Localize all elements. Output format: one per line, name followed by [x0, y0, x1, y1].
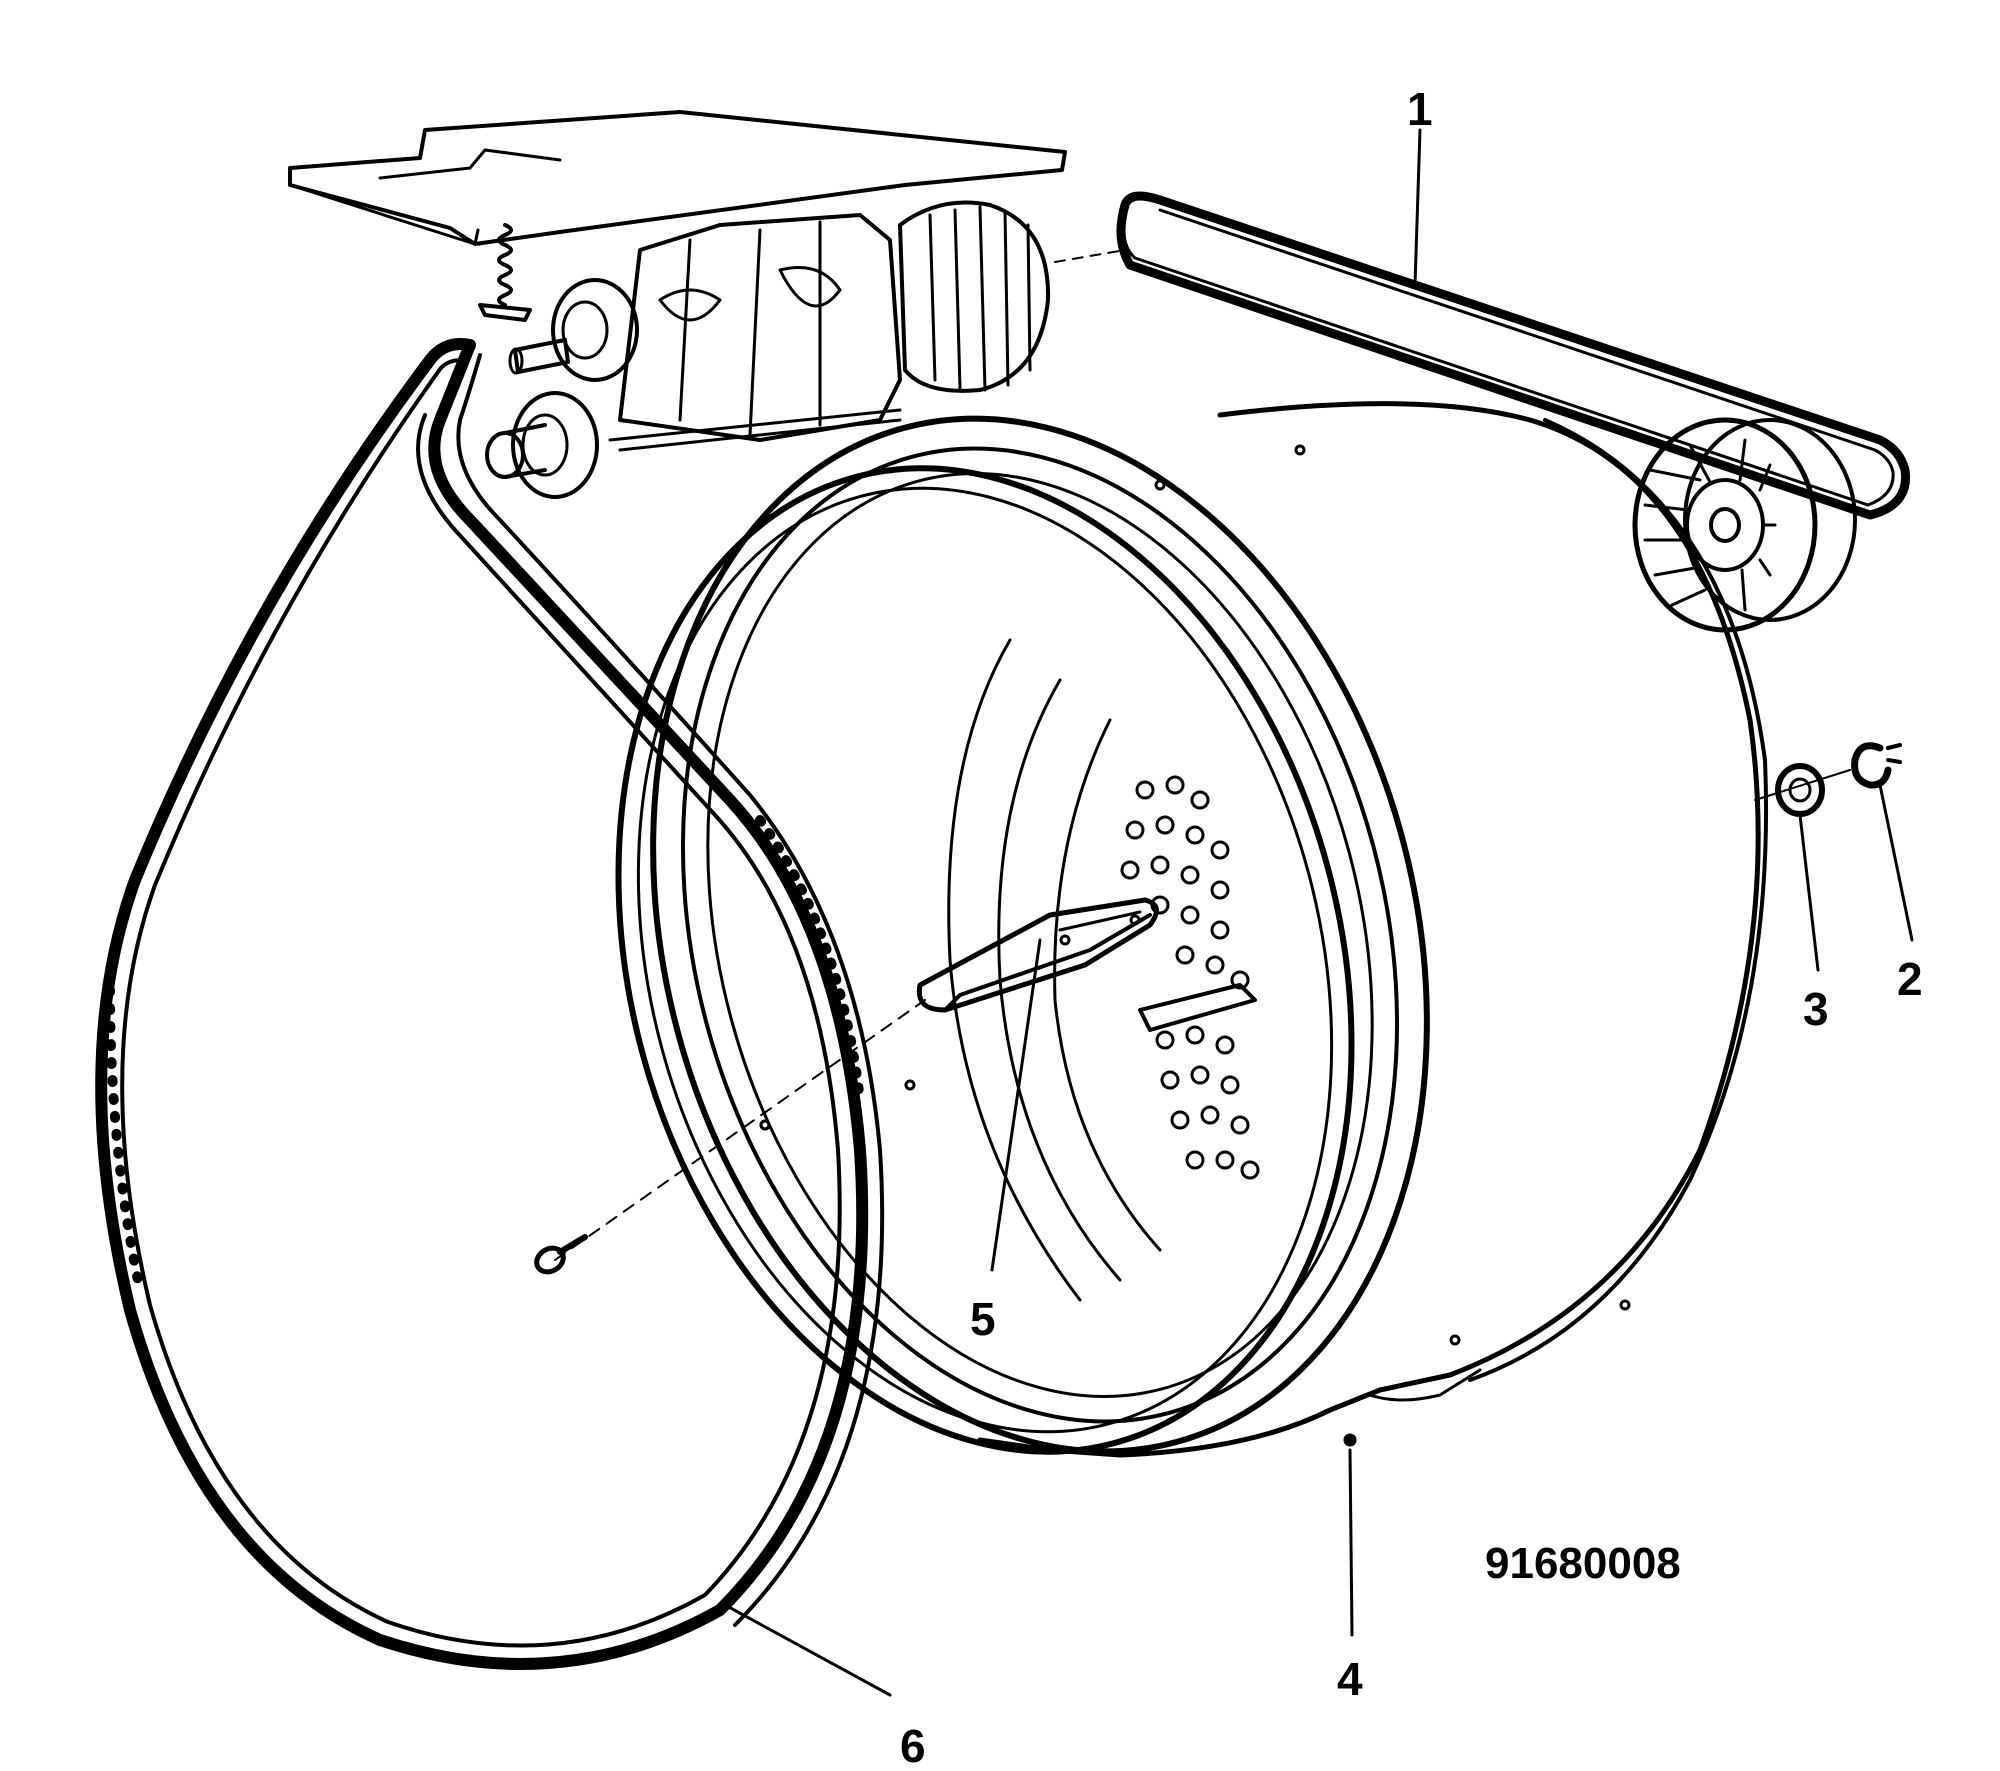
- fan-wheel: [1632, 417, 1857, 633]
- paddle-fixing-line: [554, 999, 926, 1261]
- motor-blower: [898, 200, 1051, 393]
- fan-belt: [1116, 191, 1911, 520]
- callout-4: 4: [1337, 1653, 1363, 1705]
- leader-1: [1413, 128, 1422, 287]
- leader-3: [1798, 813, 1820, 972]
- leader-5: [990, 938, 1042, 1272]
- document-number: 91680008: [1485, 1539, 1681, 1588]
- leader-lines: [723, 128, 1914, 1697]
- drum-fixing-holes: [759, 444, 1631, 1447]
- drum: [615, 401, 1769, 1458]
- callout-3: 3: [1803, 983, 1829, 1035]
- drum-perforations: [1120, 775, 1260, 1180]
- tension-spring: [497, 223, 513, 307]
- motor-assembly: [288, 110, 1067, 499]
- washer-alignment-line: [1754, 769, 1851, 801]
- callout-1: 1: [1407, 83, 1433, 135]
- motor-body: [618, 213, 902, 442]
- callout-2: 2: [1897, 953, 1923, 1005]
- clip: [1851, 742, 1902, 789]
- drum-opening: [615, 465, 1355, 1455]
- leader-2: [1878, 783, 1914, 942]
- drum-paddle: [916, 897, 1159, 1013]
- leader-4: [1348, 1448, 1354, 1637]
- drum-front-ring: [650, 415, 1430, 1455]
- leader-6: [723, 1603, 892, 1697]
- motor-pulley-upper: [551, 278, 639, 382]
- fan-hub: [1709, 507, 1741, 543]
- paddle-screw: [534, 1234, 588, 1275]
- motor-shaft: [513, 338, 570, 374]
- mounting-plate: [288, 110, 1067, 246]
- alignment-line: [1054, 249, 1126, 263]
- idler-pulley: [511, 391, 599, 499]
- drum-body: [977, 401, 1761, 1458]
- callout-6: 6: [900, 1720, 926, 1771]
- callout-5: 5: [970, 1293, 996, 1345]
- belt: [95, 338, 885, 1670]
